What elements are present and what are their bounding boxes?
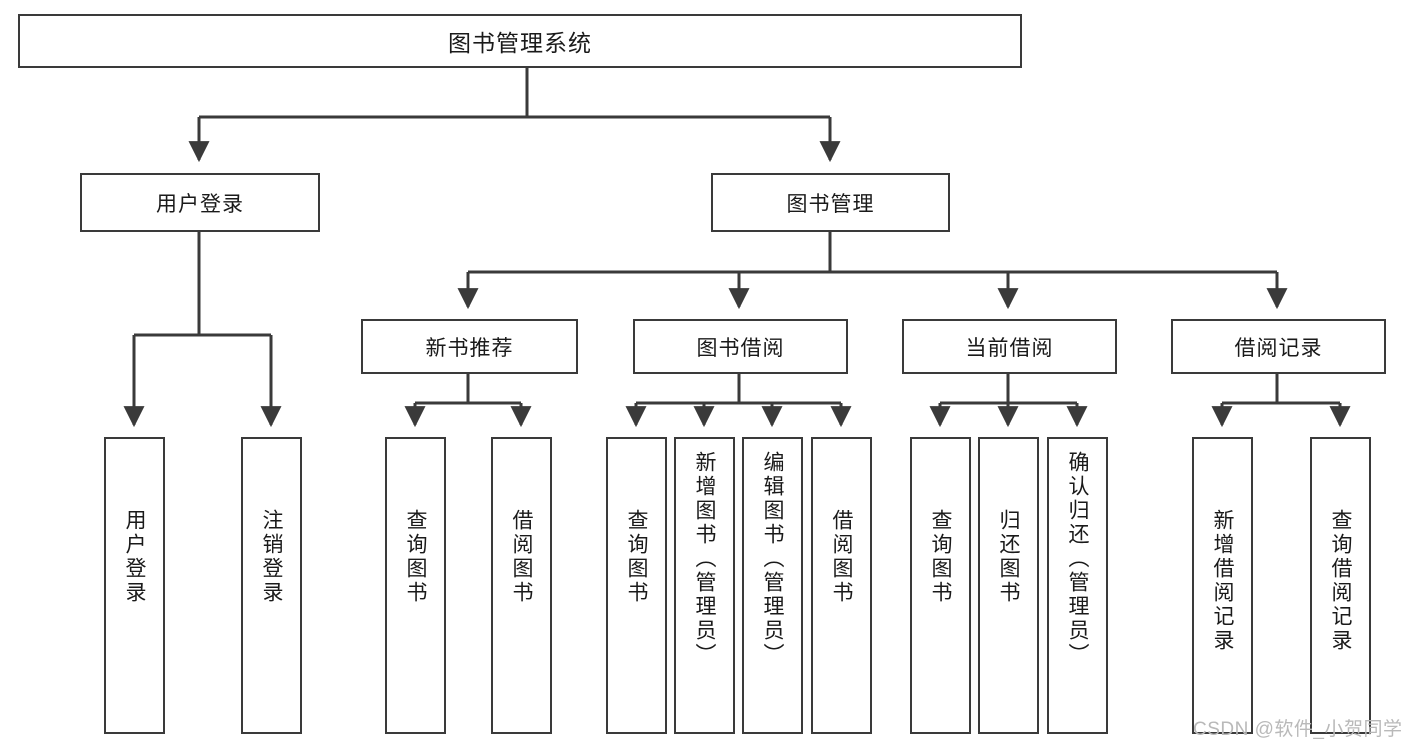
node-leaf-user-login[interactable]: 用户登录 [104,437,165,734]
node-leaf-confirm-return-label: 确认归还（管理员） [1066,451,1089,667]
node-current-borrow[interactable]: 当前借阅 [902,319,1117,374]
node-leaf-borrow-book-rec-label: 借阅图书 [510,509,533,605]
node-leaf-borrow-book-rec[interactable]: 借阅图书 [491,437,552,734]
node-leaf-borrow-book[interactable]: 借阅图书 [811,437,872,734]
node-leaf-query-book-borrow[interactable]: 查询图书 [606,437,667,734]
node-book-manage[interactable]: 图书管理 [711,173,950,232]
node-leaf-query-book-rec-label: 查询图书 [404,509,427,605]
node-leaf-query-book-borrow-label: 查询图书 [625,509,648,605]
node-book-borrow[interactable]: 图书借阅 [633,319,848,374]
node-leaf-edit-book-label: 编辑图书（管理员） [761,451,784,667]
node-leaf-confirm-return[interactable]: 确认归还（管理员） [1047,437,1108,734]
node-root[interactable]: 图书管理系统 [18,14,1022,68]
node-leaf-borrow-book-label: 借阅图书 [830,509,853,605]
node-leaf-query-book-current-label: 查询图书 [929,509,952,605]
node-leaf-logout[interactable]: 注销登录 [241,437,302,734]
watermark-csdn: CSDN @软件_小贺同学 [1193,714,1402,741]
node-borrow-record-label: 借阅记录 [1234,336,1323,360]
node-leaf-add-book[interactable]: 新增图书（管理员） [674,437,735,734]
node-user-login[interactable]: 用户登录 [80,173,320,232]
node-book-borrow-label: 图书借阅 [696,336,785,360]
node-leaf-query-record-label: 查询借阅记录 [1329,509,1352,653]
node-leaf-edit-book[interactable]: 编辑图书（管理员） [742,437,803,734]
node-root-label: 图书管理系统 [448,30,592,56]
node-new-book-rec[interactable]: 新书推荐 [361,319,578,374]
node-borrow-record[interactable]: 借阅记录 [1171,319,1386,374]
node-leaf-query-record[interactable]: 查询借阅记录 [1310,437,1371,734]
node-new-book-rec-label: 新书推荐 [425,336,514,360]
node-leaf-add-book-label: 新增图书（管理员） [693,451,716,667]
watermark-text: CSDN @软件_小贺同学 [1193,719,1403,740]
node-leaf-add-record[interactable]: 新增借阅记录 [1192,437,1253,734]
node-leaf-add-record-label: 新增借阅记录 [1211,509,1234,653]
node-leaf-query-book-rec[interactable]: 查询图书 [385,437,446,734]
node-leaf-return-book-label: 归还图书 [997,509,1020,605]
node-book-manage-label: 图书管理 [786,192,875,216]
node-leaf-query-book-current[interactable]: 查询图书 [910,437,971,734]
node-current-borrow-label: 当前借阅 [965,336,1054,360]
node-user-login-label: 用户登录 [156,192,244,216]
node-leaf-user-login-label: 用户登录 [123,509,146,605]
node-leaf-logout-label: 注销登录 [260,509,283,605]
node-leaf-return-book[interactable]: 归还图书 [978,437,1039,734]
